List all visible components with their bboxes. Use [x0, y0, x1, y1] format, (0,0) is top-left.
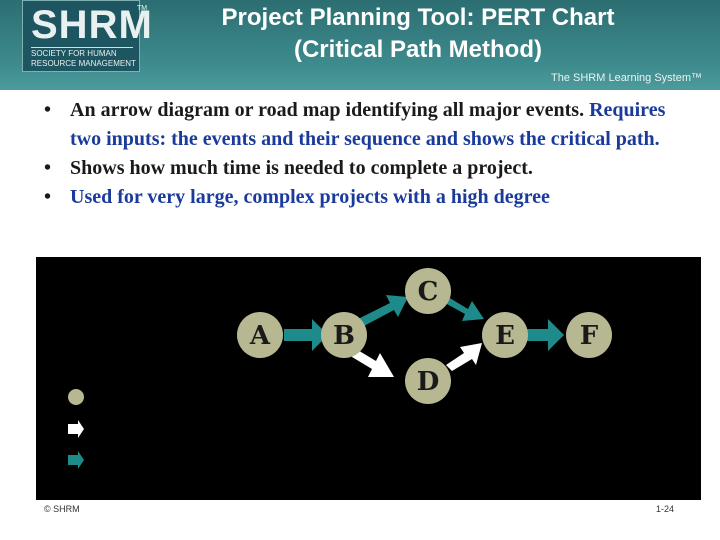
page-number: 1-24: [656, 504, 675, 514]
slide-title: Project Planning Tool: PERT Chart (Criti…: [148, 2, 688, 66]
node-label: E: [495, 321, 515, 351]
bullet-text: Shows how much time is needed to complet…: [70, 157, 533, 179]
bullet-list: • An arrow diagram or road map identifyi…: [44, 96, 684, 212]
shrm-logo: SHRM TM SOCIETY FOR HUMAN RESOURCE MANAG…: [22, 0, 152, 72]
pert-diagram: A B C D E F: [36, 257, 701, 500]
slide-header: SHRM TM SOCIETY FOR HUMAN RESOURCE MANAG…: [0, 0, 720, 90]
title-line-1: Project Planning Tool: PERT Chart: [221, 4, 615, 31]
pert-diagram-svg: A B C D E F: [68, 268, 612, 469]
arrow-e-f: [526, 319, 564, 351]
arrow-white-icon: [68, 420, 84, 438]
node-label: F: [580, 321, 599, 351]
node-c: C: [405, 268, 451, 314]
bullet-text-highlight: Used for very large, complex projects wi…: [70, 186, 550, 208]
bullet-item: • An arrow diagram or road map identifyi…: [44, 96, 684, 154]
node-a: A: [237, 312, 283, 358]
title-line-2: (Critical Path Method): [293, 36, 542, 63]
bullet-text: An arrow diagram or road map identifying…: [70, 99, 585, 121]
node-label: C: [418, 277, 439, 307]
bullet-item: • Shows how much time is needed to compl…: [44, 154, 684, 183]
learning-system-tagline: The SHRM Learning System™: [551, 72, 702, 84]
node-e: E: [482, 312, 528, 358]
logo-trademark: TM: [137, 5, 148, 12]
circle-icon: [68, 389, 84, 405]
arrow-d-e: [446, 343, 482, 371]
node-label: A: [249, 321, 271, 351]
arrow-a-b: [284, 319, 328, 351]
arrow-teal-icon: [68, 451, 84, 469]
arrow-b-d: [352, 349, 394, 377]
node-label: B: [333, 321, 355, 351]
bullet-text-highlight: Requires two inputs: the events and thei…: [70, 99, 666, 150]
bullet-item: • Used for very large, complex projects …: [44, 183, 684, 212]
bullet-icon: •: [44, 99, 52, 121]
bullet-icon: •: [44, 186, 52, 208]
logo-divider: [31, 47, 133, 48]
bullet-icon: •: [44, 157, 52, 179]
logo-subtitle: SOCIETY FOR HUMAN RESOURCE MANAGEMENT: [31, 49, 136, 68]
arrow-c-e: [445, 297, 484, 321]
node-b: B: [321, 312, 367, 358]
arrow-b-c: [358, 295, 408, 327]
logo-wordmark: SHRM: [31, 3, 153, 47]
node-d: D: [405, 358, 451, 404]
node-f: F: [566, 312, 612, 358]
node-label: D: [417, 367, 440, 397]
copyright: © SHRM: [44, 504, 80, 514]
